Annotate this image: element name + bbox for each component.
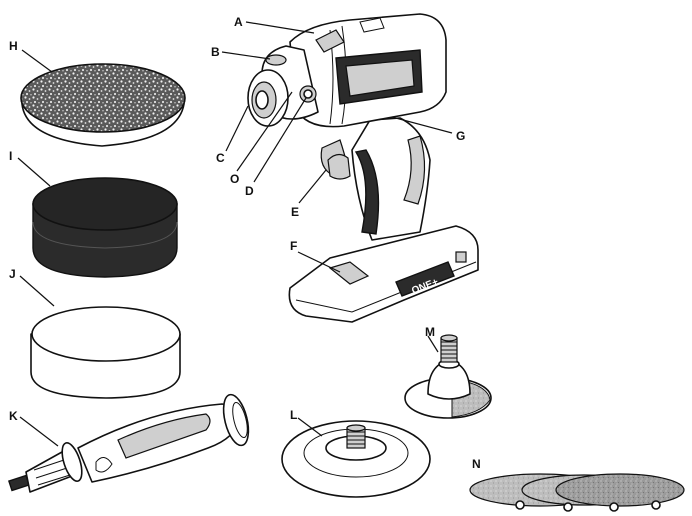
callout-j: J: [9, 267, 16, 281]
callout-i: I: [9, 149, 12, 163]
polisher-tool-illustration: [248, 14, 478, 322]
callout-n: N: [472, 457, 481, 471]
callout-g: G: [456, 129, 465, 143]
scrub-pad-illustration: [21, 64, 185, 146]
callout-c: C: [216, 151, 225, 165]
sanding-discs-illustration: [470, 474, 684, 511]
black-foam-pad-illustration: [33, 178, 177, 277]
callout-o: O: [230, 172, 239, 186]
callout-a: A: [234, 15, 243, 29]
callout-l: L: [290, 408, 297, 422]
callout-k: K: [9, 409, 18, 423]
callout-e: E: [291, 205, 299, 219]
auxiliary-handle-illustration: [9, 392, 253, 492]
backing-plate-illustration: [282, 421, 430, 497]
callout-f: F: [290, 239, 297, 253]
white-foam-pad-illustration: [31, 307, 180, 398]
callout-b: B: [211, 45, 220, 59]
callout-m: M: [425, 325, 435, 339]
callout-d: D: [245, 184, 254, 198]
callout-h: H: [9, 39, 18, 53]
small-backing-plate-illustration: [405, 335, 491, 418]
